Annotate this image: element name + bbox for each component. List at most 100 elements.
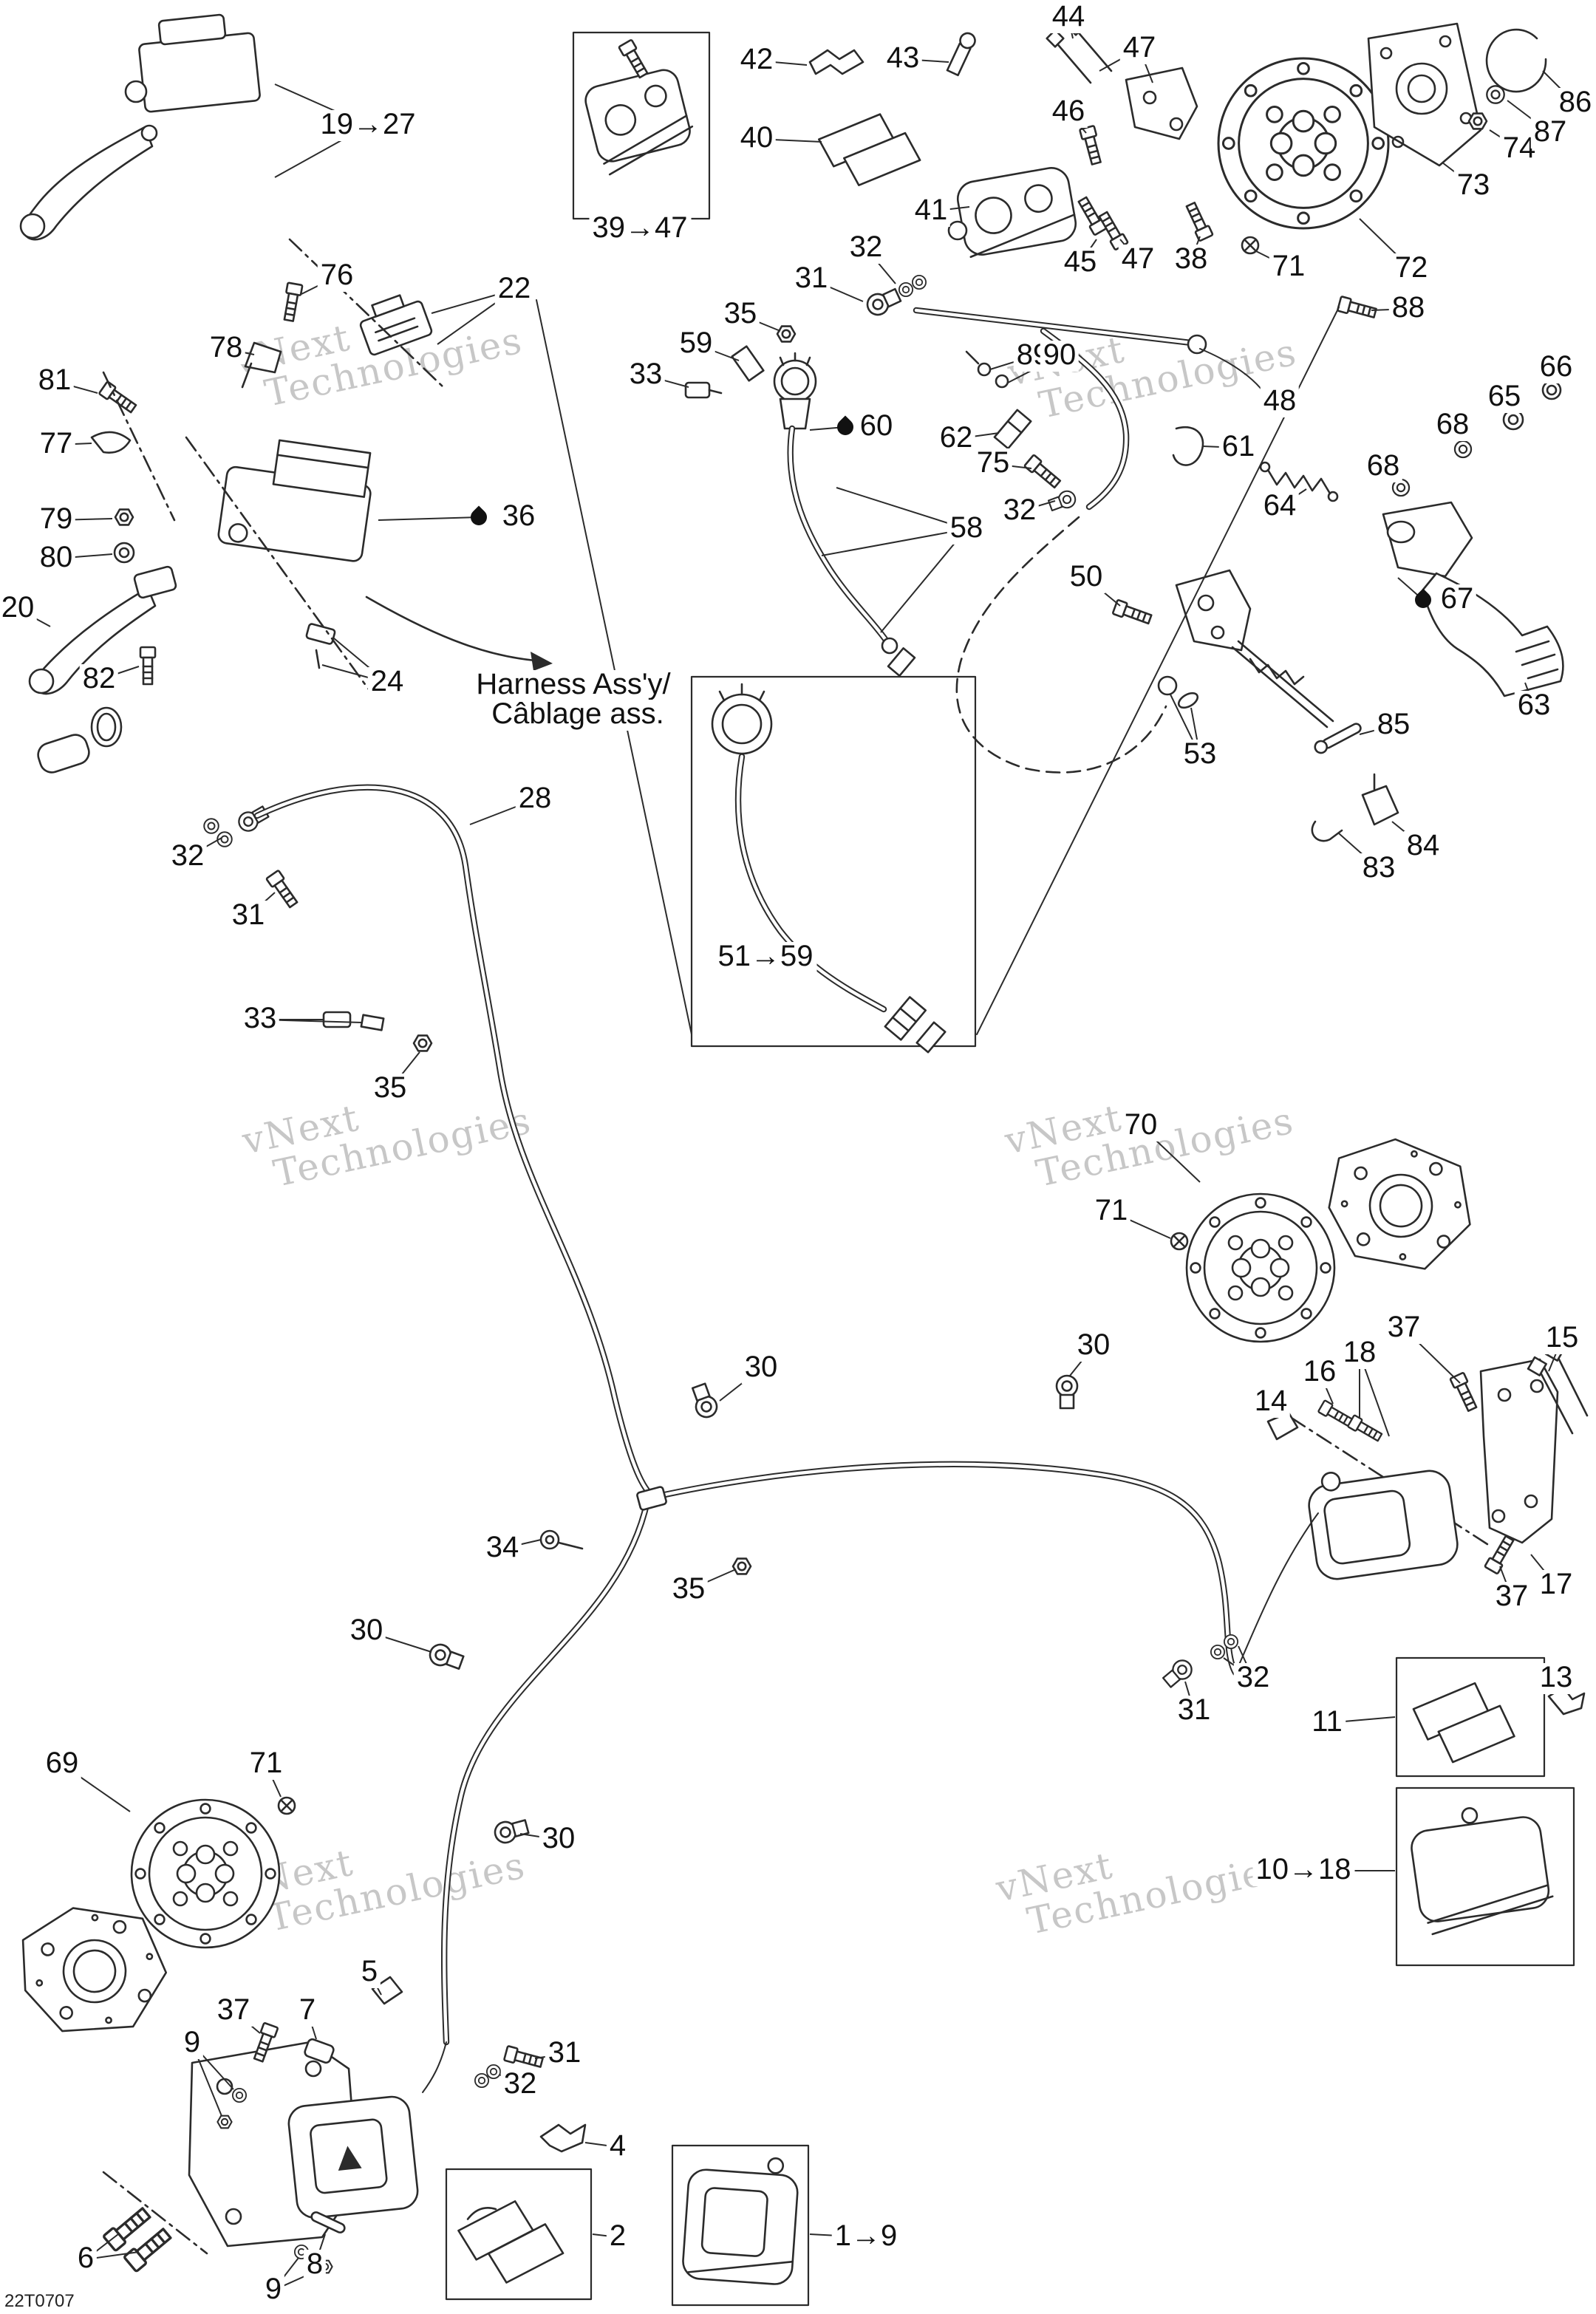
callout-22: 22 [494, 273, 534, 305]
callout-69: 69 [42, 1748, 82, 1780]
callout-90: 90 [1040, 340, 1080, 372]
callout-78: 78 [206, 332, 246, 364]
callout-34: 34 [482, 1532, 522, 1564]
callout-32: 32 [1233, 1662, 1273, 1694]
callout-15: 15 [1542, 1322, 1582, 1354]
callout-62: 62 [936, 423, 976, 454]
callout-16: 16 [1300, 1356, 1340, 1388]
callout-6: 6 [74, 2243, 98, 2275]
callout-30: 30 [539, 1823, 579, 1855]
callout-13: 13 [1536, 1662, 1576, 1694]
callout-80: 80 [36, 542, 76, 574]
callout-C-blage-ass-: Câblage ass. [488, 699, 667, 731]
callout-59: 59 [676, 328, 716, 360]
document-code: 22T0707 [4, 2290, 75, 2311]
callout-38: 38 [1171, 244, 1211, 276]
callout-43: 43 [883, 43, 923, 75]
callout-61: 61 [1218, 431, 1258, 463]
callout-42: 42 [737, 44, 777, 76]
callout-33: 33 [240, 1003, 280, 1035]
callout-87: 87 [1530, 117, 1570, 149]
fluid-droplet-icon [1411, 588, 1435, 612]
callout-77: 77 [36, 429, 76, 460]
callout-Harness-Ass-y-: Harness Ass'y/ [473, 669, 674, 701]
callout-9: 9 [262, 2274, 285, 2306]
callout-37: 37 [1384, 1312, 1424, 1344]
callout-71: 71 [1269, 251, 1309, 283]
callout-71: 71 [1091, 1195, 1131, 1227]
callout-50: 50 [1066, 562, 1106, 593]
callout-28: 28 [515, 783, 555, 815]
callout-41: 41 [911, 195, 951, 227]
callout-48: 48 [1260, 386, 1300, 417]
callout-39→47: 39→47 [589, 213, 691, 245]
callout-31: 31 [228, 900, 268, 932]
callout-65: 65 [1484, 381, 1524, 413]
callout-1→9: 1→9 [831, 2221, 901, 2253]
callout-68: 68 [1433, 409, 1473, 441]
callout-75: 75 [973, 448, 1013, 479]
callout-73: 73 [1453, 170, 1493, 202]
callout-31: 31 [1174, 1695, 1214, 1727]
callout-79: 79 [36, 504, 76, 536]
fluid-droplet-icon [467, 505, 491, 529]
callout-72: 72 [1391, 253, 1431, 284]
callout-30: 30 [1074, 1330, 1114, 1362]
callout-31: 31 [545, 2038, 584, 2069]
callout-83: 83 [1359, 853, 1399, 884]
callout-66: 66 [1536, 352, 1576, 383]
callout-9: 9 [180, 2027, 204, 2059]
callout-33: 33 [626, 359, 666, 391]
callout-17: 17 [1536, 1569, 1576, 1601]
callout-84: 84 [1403, 830, 1443, 862]
callout-47: 47 [1119, 33, 1159, 64]
callout-36: 36 [499, 501, 539, 533]
callout-24: 24 [367, 666, 407, 698]
callout-51→59: 51→59 [715, 941, 816, 973]
fluid-droplet-icon [833, 415, 857, 439]
callout-37: 37 [214, 1995, 253, 2027]
callout-70: 70 [1121, 1110, 1161, 1141]
callout-14: 14 [1251, 1386, 1291, 1418]
callout-35: 35 [669, 1574, 709, 1605]
callout-85: 85 [1374, 709, 1413, 741]
callout-40: 40 [737, 123, 777, 154]
callout-32: 32 [500, 2069, 540, 2100]
callout-35: 35 [720, 298, 760, 330]
callout-8: 8 [303, 2249, 327, 2281]
callout-53: 53 [1180, 739, 1220, 771]
callout-5: 5 [358, 1956, 381, 1988]
callout-7: 7 [296, 1995, 319, 2027]
callout-67: 67 [1437, 584, 1477, 615]
callout-58: 58 [947, 513, 986, 545]
callout-32: 32 [846, 232, 886, 264]
callout-30: 30 [347, 1615, 386, 1647]
callout-86: 86 [1555, 87, 1595, 119]
callout-68: 68 [1363, 451, 1403, 482]
callout-31: 31 [791, 263, 831, 295]
callout-11: 11 [1309, 1707, 1346, 1738]
callout-45: 45 [1060, 247, 1100, 279]
callout-64: 64 [1260, 491, 1300, 522]
callout-71: 71 [246, 1748, 286, 1780]
callout-10→18: 10→18 [1252, 1854, 1354, 1886]
callout-47: 47 [1118, 244, 1158, 276]
callout-81: 81 [35, 365, 75, 397]
callout-60: 60 [856, 411, 896, 443]
callout-30: 30 [741, 1352, 781, 1384]
callout-63: 63 [1514, 690, 1554, 722]
callout-76: 76 [317, 260, 357, 292]
callout-32: 32 [168, 841, 208, 873]
callout-20: 20 [0, 593, 38, 624]
callout-32: 32 [1000, 495, 1040, 527]
callout-46: 46 [1048, 96, 1088, 128]
callout-44: 44 [1048, 1, 1088, 33]
callout-35: 35 [370, 1073, 410, 1105]
callout-19→27: 19→27 [317, 109, 419, 141]
callout-88: 88 [1388, 293, 1428, 324]
callout-18: 18 [1340, 1337, 1380, 1369]
callout-2: 2 [606, 2221, 630, 2253]
callout-37: 37 [1492, 1581, 1532, 1613]
